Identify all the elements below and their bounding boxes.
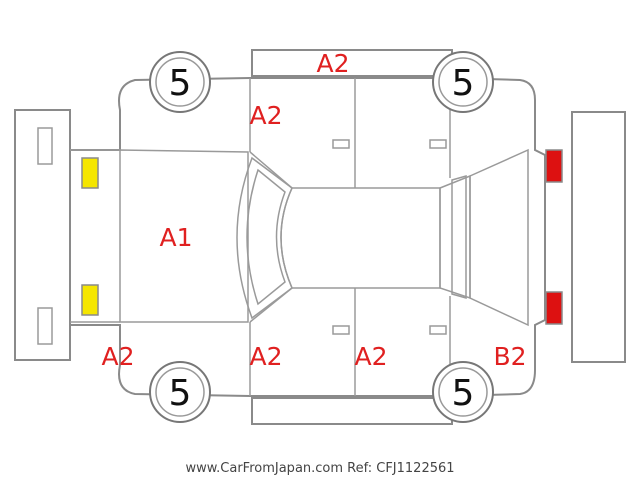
damage-mark-left-front-door: A2 bbox=[249, 101, 282, 130]
front-light-upper bbox=[81, 157, 99, 189]
tire-condition-label: 5 bbox=[452, 63, 475, 104]
damage-mark-right-rear-door: A2 bbox=[354, 342, 387, 371]
rear-bumper bbox=[571, 111, 626, 363]
front-light-lower bbox=[81, 284, 99, 316]
tire-front-left: 5 bbox=[149, 51, 211, 113]
roof-strip-top bbox=[251, 49, 453, 77]
tire-rear-right: 5 bbox=[432, 361, 494, 423]
hood-outline bbox=[119, 149, 249, 323]
damage-mark-front-bumper: A2 bbox=[101, 342, 134, 371]
front-bumper bbox=[14, 109, 71, 361]
door-handle-top-rear bbox=[429, 139, 447, 149]
door-handle-bottom-front bbox=[332, 325, 350, 335]
body-outline bbox=[69, 77, 546, 397]
roof-strip-bottom bbox=[251, 397, 453, 425]
rear-deck bbox=[469, 148, 529, 327]
tire-condition-label: 5 bbox=[169, 373, 192, 414]
tire-condition-label: 5 bbox=[169, 63, 192, 104]
damage-mark-roof-top: A2 bbox=[316, 49, 349, 78]
rear-light-lower bbox=[545, 291, 563, 325]
door-handle-top-front bbox=[332, 139, 350, 149]
front-bumper-slot-top bbox=[37, 127, 53, 165]
damage-mark-rear-quarter: B2 bbox=[493, 342, 526, 371]
roof bbox=[280, 187, 441, 289]
door-handle-bottom-rear bbox=[429, 325, 447, 335]
damage-mark-hood: A1 bbox=[159, 223, 192, 252]
front-bumper-slot-bottom bbox=[37, 307, 53, 345]
tire-front-right: 5 bbox=[149, 361, 211, 423]
tire-condition-label: 5 bbox=[452, 373, 475, 414]
tire-rear-left: 5 bbox=[432, 51, 494, 113]
footer-reference: www.CarFromJapan.com Ref: CFJ1122561 bbox=[185, 461, 454, 476]
damage-mark-right-front-door: A2 bbox=[249, 342, 282, 371]
rear-light-upper bbox=[545, 149, 563, 183]
